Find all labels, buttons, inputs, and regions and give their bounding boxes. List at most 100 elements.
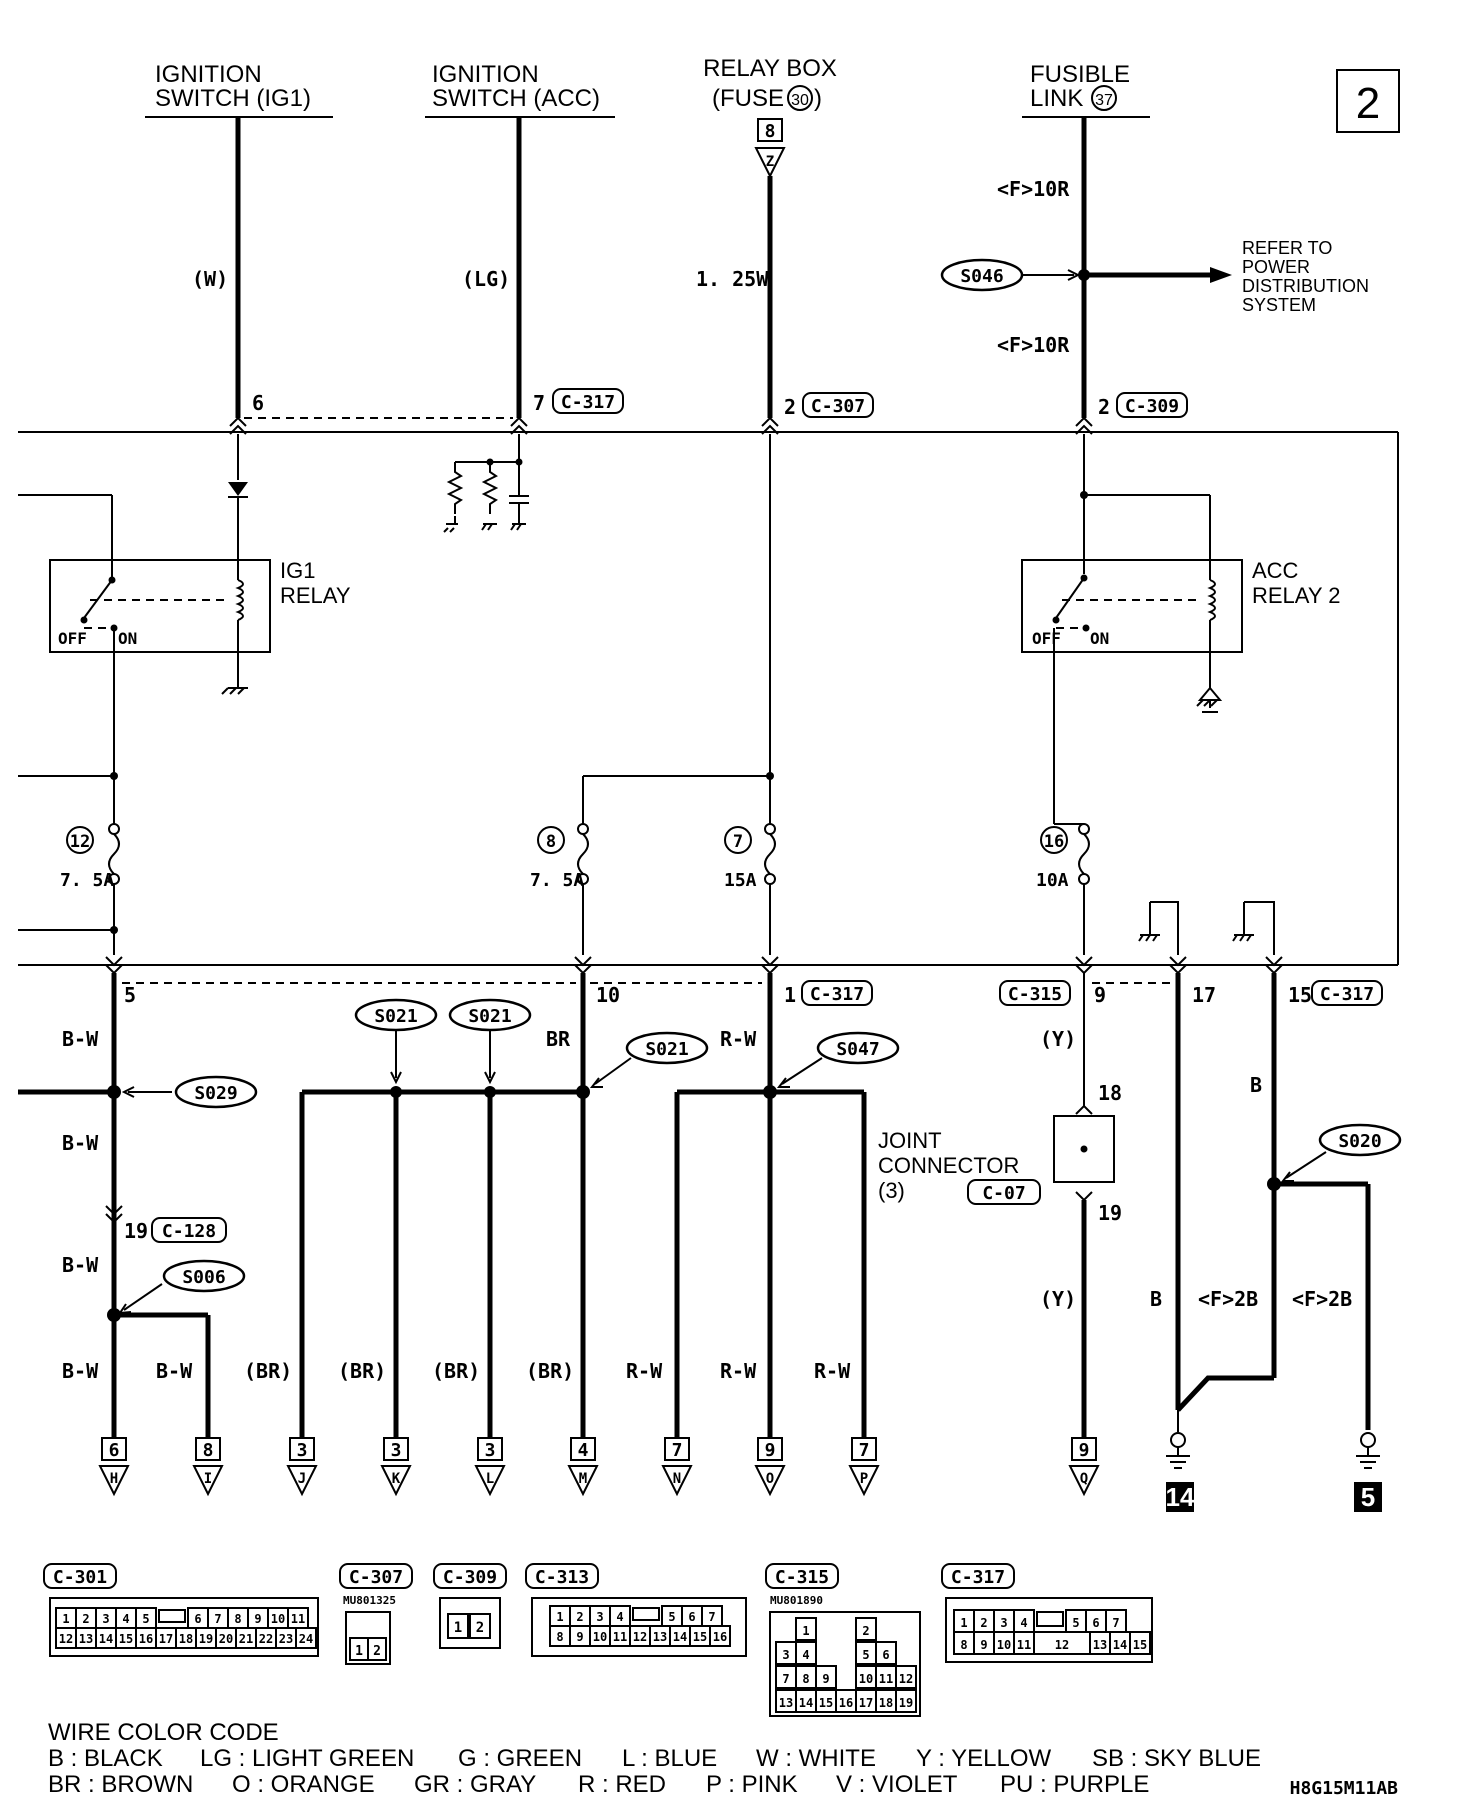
ig1-relay-coil	[235, 579, 244, 621]
c301-pin-16: 16	[139, 1632, 153, 1646]
source-ig1: IGNITION SWITCH (IG1)	[145, 61, 333, 118]
relay-box-letter: Z	[766, 154, 774, 170]
fuse-8: 8 7. 5A	[530, 823, 589, 955]
c313-pin-14: 14	[673, 1630, 687, 1644]
legend-o: O : ORANGE	[232, 1771, 375, 1798]
ig1-relay-label2: RELAY	[280, 583, 351, 608]
terminal-letter: H	[110, 1471, 118, 1487]
c313-pin-15: 15	[693, 1630, 707, 1644]
terminal-letter: I	[204, 1471, 212, 1487]
c313-pin-1: 1	[556, 1610, 563, 1624]
c317-pin-8: 8	[960, 1638, 967, 1652]
legend-b: B : BLACK	[48, 1745, 163, 1772]
fuse-12-number: 12	[70, 832, 90, 852]
c317-pin-14: 14	[1113, 1638, 1127, 1652]
legend-y: Y : YELLOW	[916, 1745, 1052, 1772]
terminal-pin: 9	[1079, 1440, 1090, 1461]
connector-c317-bottom: C-317	[810, 984, 864, 1005]
c301-pin-7: 7	[214, 1612, 221, 1626]
terminal-q: 9Q	[1068, 1437, 1100, 1497]
splice-s047	[816, 1031, 900, 1065]
acc-relay-label1: ACC	[1252, 558, 1299, 583]
splice-s021-a-label: S021	[374, 1006, 417, 1027]
source-acc: IGNITION SWITCH (ACC)	[425, 61, 615, 118]
terminal-pin: 4	[578, 1440, 589, 1461]
c301-pin-3: 3	[102, 1612, 109, 1626]
b-label-1: B	[1250, 1073, 1262, 1097]
fuse-7-rating: 15A	[724, 870, 757, 891]
c317-pin-4: 4	[1020, 1616, 1027, 1630]
joint-connector-label3: (3)	[878, 1178, 905, 1203]
legend-r: R : RED	[578, 1771, 666, 1798]
terminal-pin: 3	[391, 1440, 402, 1461]
terminal-h: 6H	[98, 1437, 130, 1497]
terminal-letter: P	[860, 1471, 868, 1487]
c317-view-label: C-317	[951, 1567, 1005, 1588]
acc-title-line2: SWITCH (ACC)	[432, 85, 600, 112]
splice-s020	[1318, 1123, 1402, 1157]
c313-pin-12: 12	[633, 1630, 647, 1644]
ground-14: 14	[1166, 1432, 1195, 1512]
fuse-8-number: 8	[546, 832, 556, 852]
ig1-relay-label1: IG1	[280, 558, 315, 583]
c315-face	[769, 1611, 921, 1717]
splice-s046-label: S046	[960, 266, 1003, 287]
legend-pu: PU : PURPLE	[1000, 1771, 1149, 1798]
splice-s006	[162, 1259, 246, 1293]
acc-relay-2	[1021, 559, 1243, 653]
br-label: BR	[546, 1027, 571, 1051]
refer-line4: SYSTEM	[1242, 295, 1316, 315]
c315-view-label: C-315	[775, 1567, 829, 1588]
c301-pin-8: 8	[234, 1612, 241, 1626]
c317-face	[945, 1597, 1153, 1663]
splice-s021-c	[625, 1031, 709, 1065]
relay-box-fuse-no: 30	[791, 92, 809, 109]
c301-face	[49, 1597, 319, 1657]
pin-5-label: 5	[124, 983, 136, 1007]
terminal-pin: 7	[859, 1440, 870, 1461]
legend-br: BR : BROWN	[48, 1771, 193, 1798]
f2b-label-2: <F>2B	[1292, 1287, 1352, 1311]
c301-pin-24: 24	[299, 1632, 313, 1646]
pin-19-c128-label: 19	[124, 1219, 148, 1243]
acc-relay-on: ON	[1090, 629, 1109, 648]
connector-c128: C-128	[162, 1221, 216, 1242]
c315-pin-7: 7	[782, 1672, 789, 1686]
c315-pin-13: 13	[779, 1696, 793, 1710]
legend-p: P : PINK	[706, 1771, 798, 1798]
c315-pin-17: 17	[859, 1696, 873, 1710]
fuse-16: 16 10A	[1036, 823, 1090, 955]
c313-pin-6: 6	[688, 1610, 695, 1624]
bw-label-2: B-W	[62, 1131, 99, 1155]
refer-line2: POWER	[1242, 257, 1310, 277]
terminal-letter: M	[579, 1471, 587, 1487]
c301-pin-10: 10	[271, 1612, 285, 1626]
acc-relay-label2: RELAY 2	[1252, 583, 1340, 608]
ig1-relay-off: OFF	[58, 629, 87, 648]
splice-s006-label: S006	[182, 1267, 225, 1288]
c301-pin-11: 11	[291, 1612, 305, 1626]
c317-pin-6: 6	[1092, 1616, 1099, 1630]
bw-label-1: B-W	[62, 1027, 99, 1051]
c313-pin-4: 4	[616, 1610, 623, 1624]
legend-v: V : VIOLET	[836, 1771, 958, 1798]
source-relay-box: RELAY BOX (FUSE 30 ) 8 Z	[703, 55, 837, 179]
pin-6-label: 6	[252, 391, 264, 415]
relay-box-fuse-close: )	[814, 85, 822, 112]
terminal-m: 4M	[567, 1437, 599, 1497]
c301-pin-20: 20	[219, 1632, 233, 1646]
pin-19-label: 19	[1098, 1201, 1122, 1225]
c313-pin-8: 8	[556, 1630, 563, 1644]
bw-label-3: B-W	[62, 1253, 99, 1277]
terminal-l: 3L	[474, 1437, 506, 1497]
splice-s021-b	[448, 998, 532, 1032]
terminal-pin: 8	[203, 1440, 214, 1461]
c313-pin-3: 3	[596, 1610, 603, 1624]
c317-pin-10: 10	[997, 1638, 1011, 1652]
legend-title: WIRE COLOR CODE	[48, 1719, 279, 1746]
br-label-3: (BR)	[432, 1359, 480, 1383]
source-fusible-link: FUSIBLE LINK 37	[1022, 61, 1150, 118]
relay-box-pin: 8	[765, 121, 776, 142]
terminal-pin: 9	[765, 1440, 776, 1461]
